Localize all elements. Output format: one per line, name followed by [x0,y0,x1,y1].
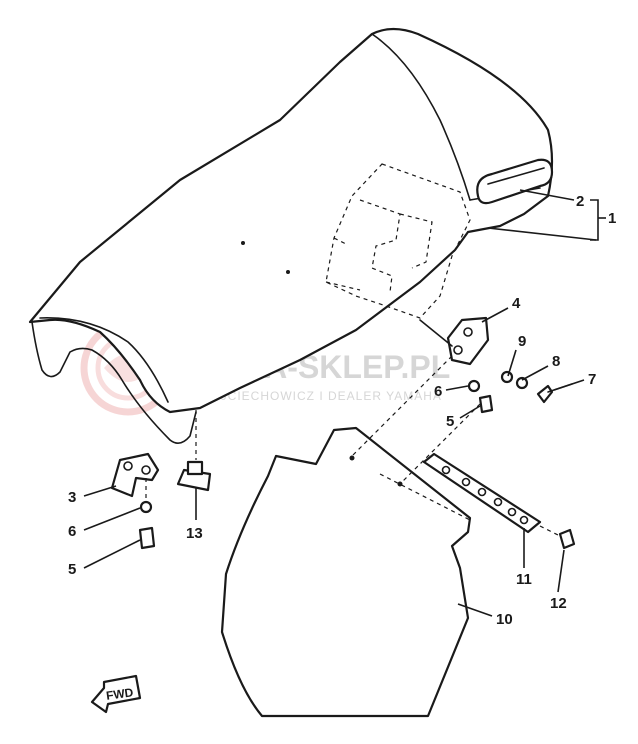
callout-7: 7 [588,371,596,388]
callout-8: 8 [552,353,560,370]
callout-4: 4 [512,295,521,312]
assembly-line-2 [399,403,481,485]
watermark-subtext: WOJCIECHOWICZ I DEALER YAMAHA [198,389,442,403]
washer-6 [467,379,481,393]
callout-2: 2 [576,193,584,210]
callout-12: 12 [550,595,567,612]
callout-1: 1 [608,210,616,227]
fwd-arrow: FWD [90,674,142,714]
washer-9 [500,370,514,384]
holding-plate [422,452,542,534]
bolt-5b [138,526,156,550]
callout-5-upper: 5 [446,413,454,430]
callout-13: 13 [186,525,203,542]
callout-10: 10 [496,611,513,628]
callout-5-lower: 5 [68,561,76,578]
leader-lines [83,189,606,617]
washer-6b [139,500,153,514]
fasteners-right [467,370,573,414]
fwd-label: FWD [105,685,134,703]
callout-3: 3 [68,489,76,506]
callout-6-lower: 6 [68,523,76,540]
front-hook [110,452,160,550]
nut-plate [176,410,212,492]
bolt-7 [536,384,554,404]
callouts: 2 1 4 9 8 7 6 5 3 6 5 13 11 12 10 [68,193,616,628]
mudflap [220,426,472,718]
callout-6-upper: 6 [434,383,442,400]
nut-8 [515,376,529,390]
seat [28,27,554,444]
callout-11: 11 [516,571,532,588]
rear-bracket [419,316,490,366]
callout-9: 9 [518,333,526,350]
bolt-5 [478,394,494,414]
screw-12 [539,525,576,550]
